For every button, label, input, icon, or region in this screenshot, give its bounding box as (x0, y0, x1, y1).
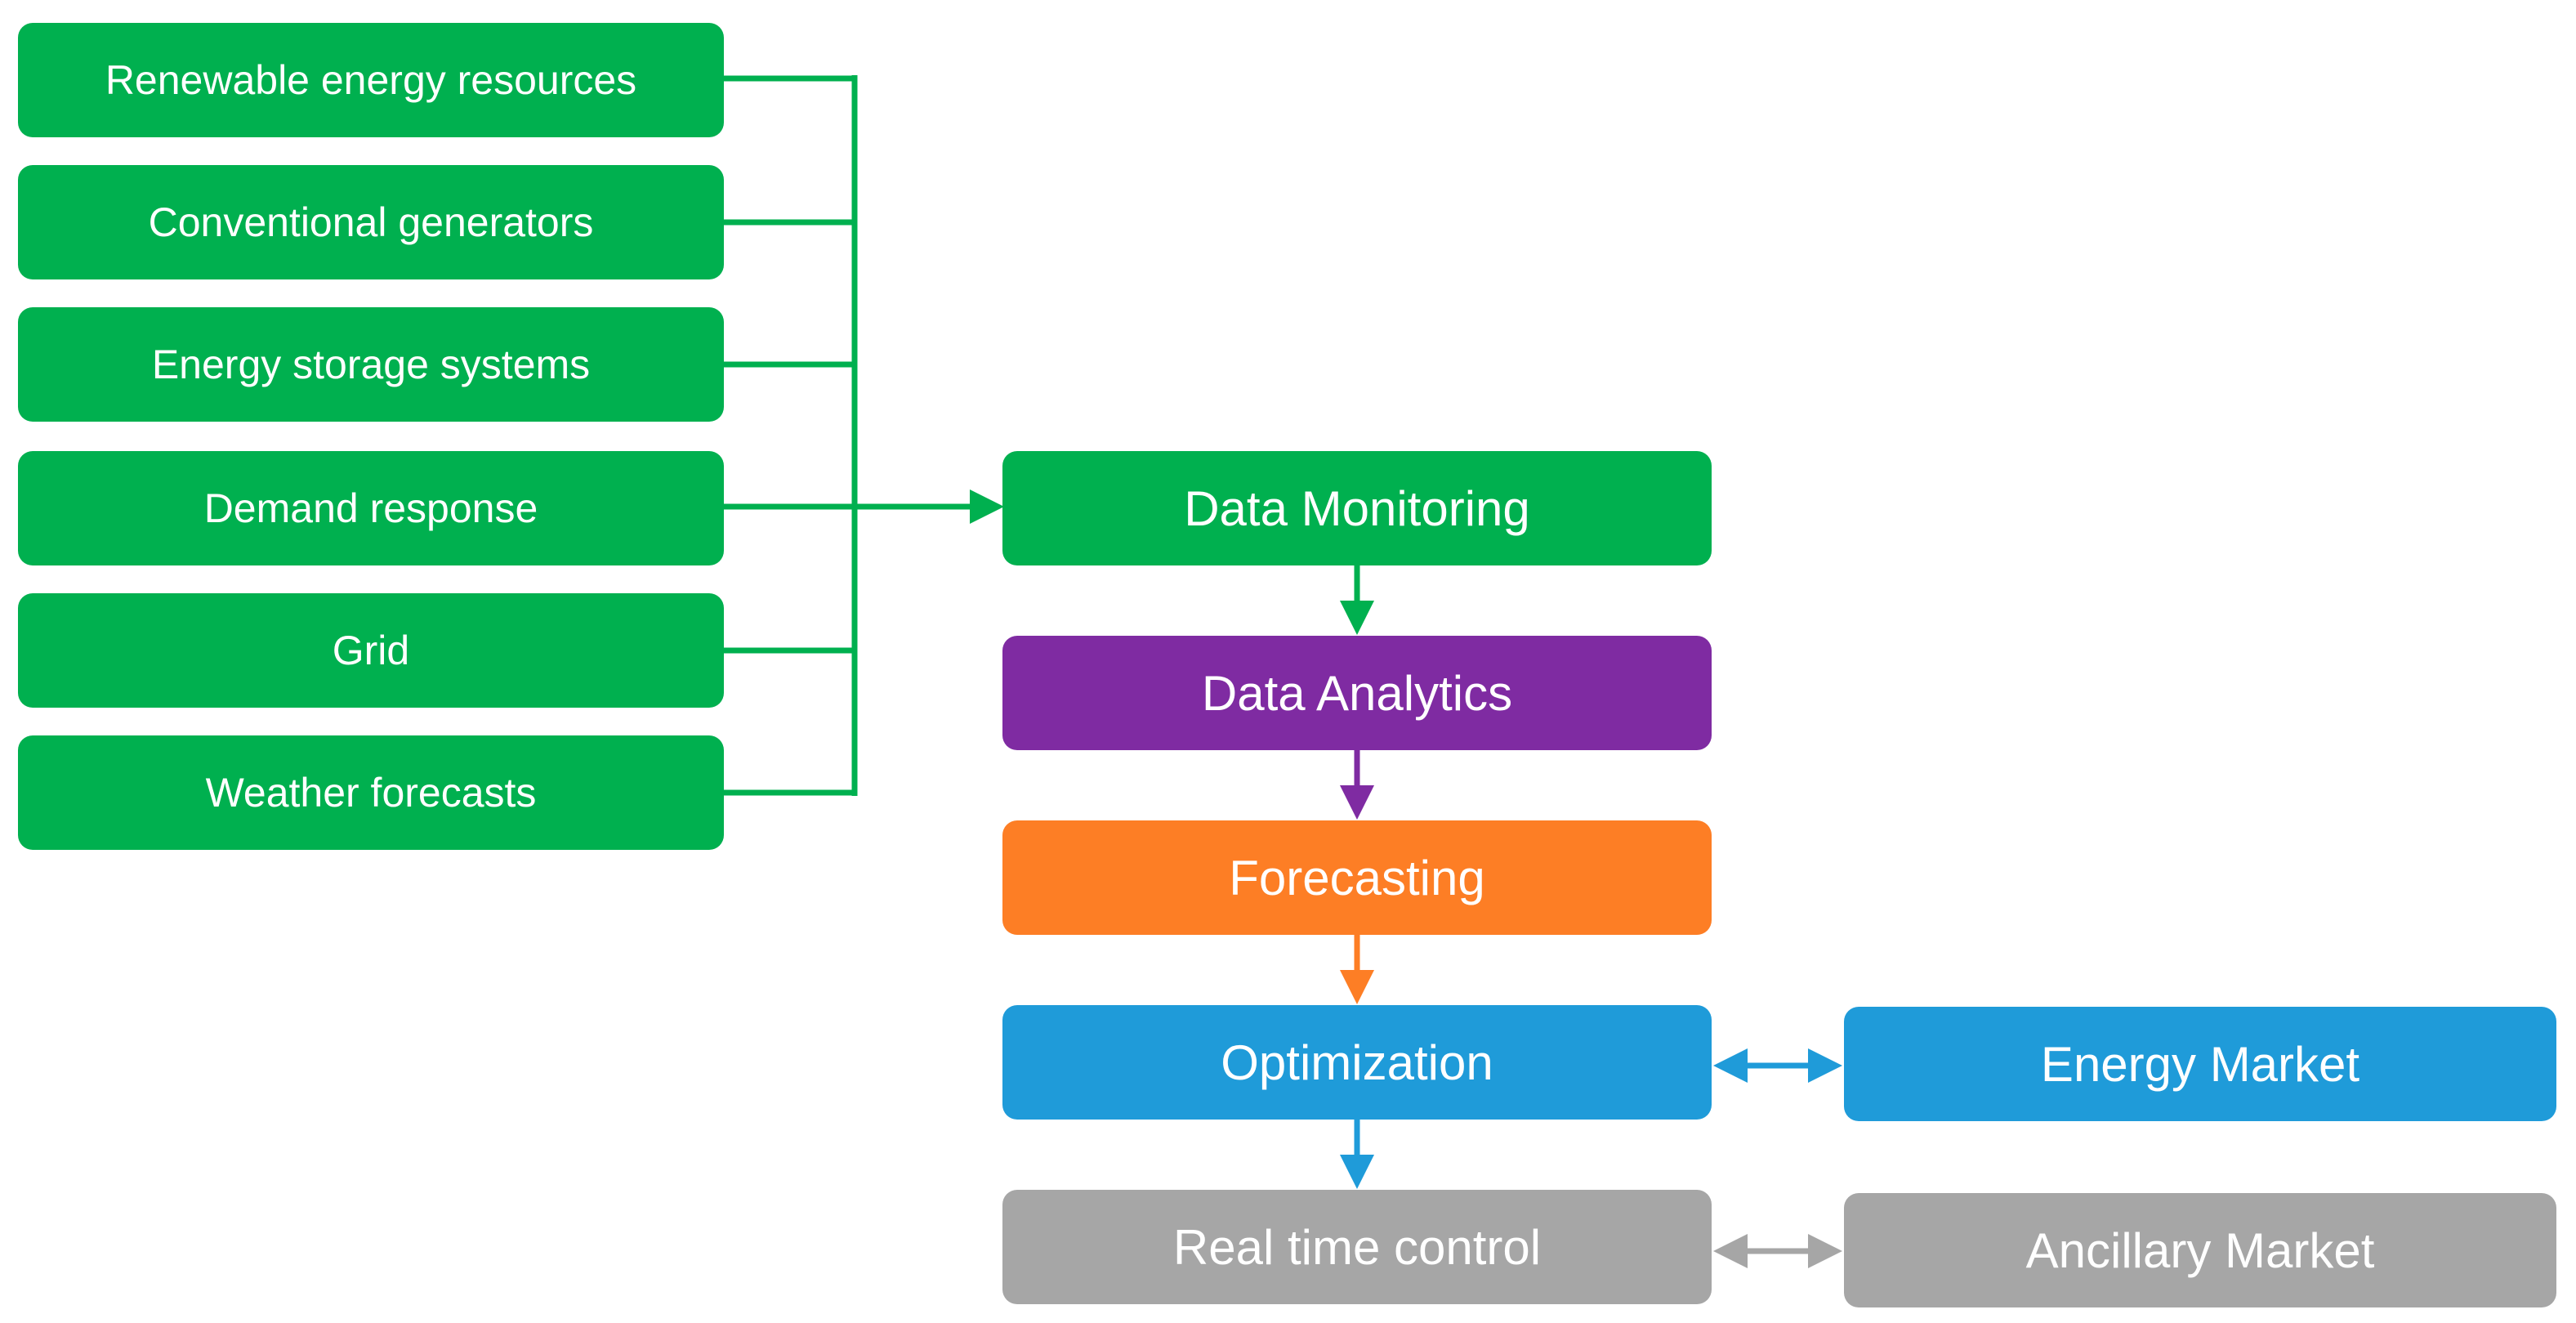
market-label: Ancillary Market (2025, 1222, 2375, 1278)
stage-real-time-control: Real time control (1002, 1190, 1712, 1304)
source-weather-forecasts: Weather forecasts (18, 735, 724, 850)
stage-data-monitoring: Data Monitoring (1002, 451, 1712, 565)
stage-label: Data Analytics (1201, 665, 1513, 721)
source-label: Weather forecasts (205, 770, 537, 816)
stage-label: Optimization (1221, 1035, 1493, 1090)
market-label: Energy Market (2040, 1036, 2360, 1092)
source-demand-response: Demand response (18, 451, 724, 565)
market-energy: Energy Market (1844, 1007, 2556, 1121)
stage-label: Forecasting (1229, 850, 1485, 905)
market-ancillary: Ancillary Market (1844, 1193, 2556, 1307)
stage-label: Real time control (1172, 1219, 1542, 1275)
source-label: Grid (332, 628, 410, 673)
stage-data-analytics: Data Analytics (1002, 636, 1712, 750)
source-grid: Grid (18, 593, 724, 708)
stage-optimization: Optimization (1002, 1005, 1712, 1120)
source-renewable-energy-resources: Renewable energy resources (18, 23, 724, 137)
source-label: Renewable energy resources (105, 57, 637, 103)
source-label: Energy storage systems (151, 342, 591, 387)
source-conventional-generators: Conventional generators (18, 165, 724, 279)
source-label: Demand response (203, 485, 538, 531)
stage-label: Data Monitoring (1184, 480, 1530, 536)
source-bus (724, 75, 858, 796)
stage-forecasting: Forecasting (1002, 820, 1712, 935)
source-label: Conventional generators (148, 199, 594, 245)
source-energy-storage-systems: Energy storage systems (18, 307, 724, 422)
